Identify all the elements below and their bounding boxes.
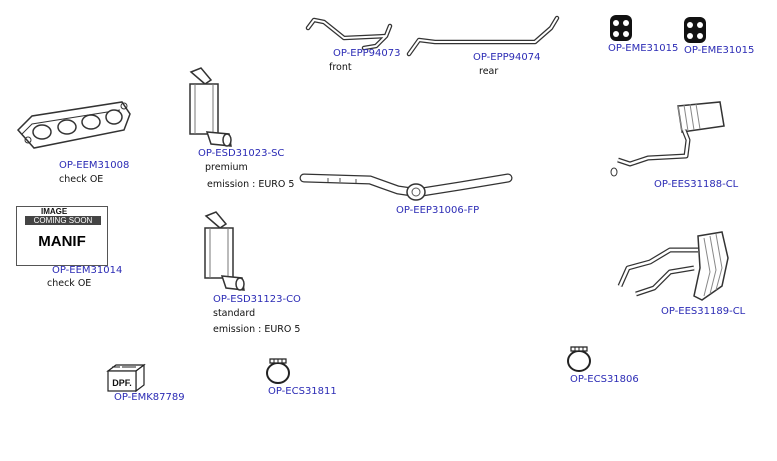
exhaust-manifold-icon	[16, 101, 131, 149]
part-code-eme31015-b[interactable]: OP-EME31015	[684, 45, 755, 56]
part-code-emk87789[interactable]: OP-EMK87789	[114, 392, 185, 403]
part-note-esd31023-emission: emission : EURO 5	[207, 179, 295, 190]
part-code-ecs31806[interactable]: OP-ECS31806	[570, 374, 639, 385]
clamp-icon	[567, 346, 591, 372]
part-code-esd31023[interactable]: OP-ESD31023-SC	[198, 148, 285, 159]
placeholder-caption-line1: IMAGE	[41, 207, 68, 216]
part-code-eem31008[interactable]: OP-EEM31008	[59, 160, 130, 171]
middle-silencer-icon	[617, 231, 729, 301]
dpf-catalyst-icon	[204, 211, 245, 291]
part-note-esd31123-grade: standard	[213, 308, 256, 319]
part-code-eme31015-a[interactable]: OP-EME31015	[608, 43, 679, 54]
part-code-eem31014[interactable]: OP-EEM31014	[52, 265, 123, 276]
part-note-esd31123-emission: emission : EURO 5	[213, 324, 301, 335]
part-code-eep31006[interactable]: OP-EEP31006-FP	[396, 205, 480, 216]
part-code-epp94074[interactable]: OP-EPP94074	[473, 52, 541, 63]
placeholder-main-text: MANIF	[38, 233, 86, 250]
rear-silencer-icon	[610, 101, 725, 177]
part-code-ecs31811[interactable]: OP-ECS31811	[268, 386, 337, 397]
part-code-ees31188[interactable]: OP-EES31188-CL	[654, 179, 739, 190]
part-code-ees31189[interactable]: OP-EES31189-CL	[661, 306, 746, 317]
part-note-eem31014: check OE	[47, 278, 92, 289]
kit-box-label: DPF.	[112, 378, 132, 388]
rubber-hanger-icon	[684, 17, 706, 43]
part-code-esd31123[interactable]: OP-ESD31123-CO	[213, 294, 301, 305]
dpf-catalyst-icon	[189, 67, 232, 147]
placeholder-caption-line2: COMING SOON	[25, 216, 101, 225]
part-note-eem31008: check OE	[59, 174, 104, 185]
front-pipe-icon	[299, 173, 513, 201]
part-note-epp94073: front	[329, 62, 352, 73]
image-coming-soon-placeholder: IMAGE COMING SOON MANIF	[16, 206, 108, 266]
part-code-epp94073[interactable]: OP-EPP94073	[333, 48, 401, 59]
rubber-hanger-icon	[610, 15, 632, 41]
part-note-epp94074: rear	[479, 66, 499, 77]
part-note-esd31023-grade: premium	[205, 162, 248, 173]
clamp-icon	[266, 358, 290, 384]
pipe-icon	[406, 15, 560, 57]
mounting-kit-box-icon: DPF.	[106, 363, 146, 393]
pipe-icon	[305, 17, 393, 51]
